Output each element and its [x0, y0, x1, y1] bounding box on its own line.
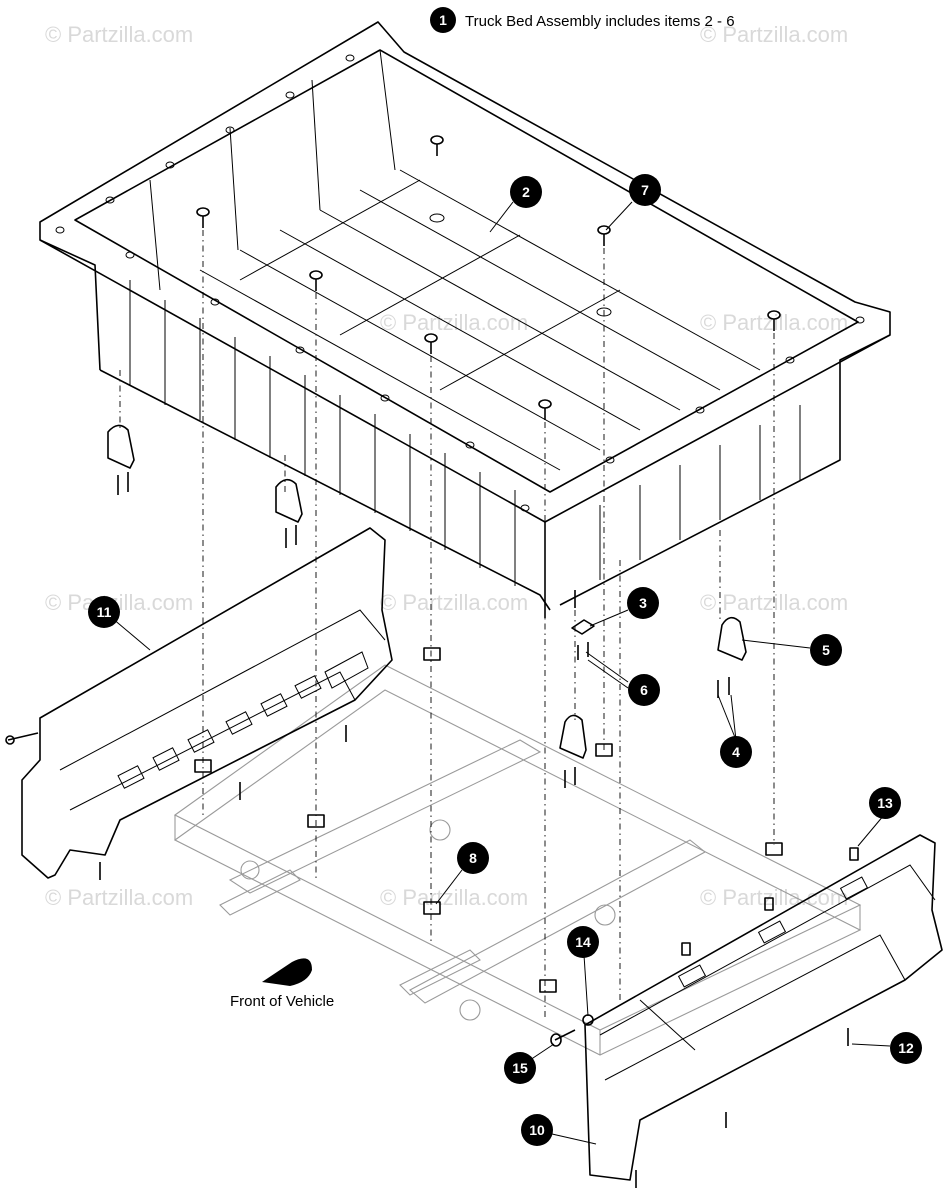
- bolt: [424, 333, 438, 354]
- svg-text:2: 2: [522, 184, 530, 200]
- svg-text:6: 6: [640, 682, 648, 698]
- watermark: © Partzilla.com: [700, 22, 848, 47]
- svg-text:14: 14: [575, 934, 591, 950]
- bed-bolts: [196, 135, 781, 420]
- watermark: © Partzilla.com: [380, 590, 528, 615]
- left-side-panel: [5, 527, 393, 880]
- header-callout: 1 Truck Bed Assembly includes items 2 - …: [430, 7, 735, 33]
- svg-text:3: 3: [639, 595, 647, 611]
- callout-2: 2: [510, 176, 542, 208]
- svg-text:11: 11: [97, 604, 112, 620]
- watermark: © Partzilla.com: [380, 310, 528, 335]
- bolt: [309, 270, 323, 291]
- svg-text:5: 5: [822, 642, 830, 658]
- watermark-layer: © Partzilla.com © Partzilla.com © Partzi…: [45, 22, 848, 910]
- header-text: Truck Bed Assembly includes items 2 - 6: [465, 13, 735, 30]
- svg-text:13: 13: [877, 795, 893, 811]
- alignment-lines: [119, 230, 775, 1020]
- callout-5: 5: [810, 634, 842, 666]
- callout-badge: [430, 7, 456, 33]
- callouts: 2 3 4 5 6 7 8 10 11 12 13 14 15: [88, 174, 922, 1146]
- callout-number: 1: [439, 12, 447, 28]
- bolt: [430, 135, 444, 156]
- watermark: © Partzilla.com: [45, 885, 193, 910]
- plate-and-screws: [571, 619, 595, 660]
- svg-text:4: 4: [732, 744, 740, 760]
- bolt: [767, 310, 781, 331]
- chassis-frame: [173, 664, 862, 1056]
- tie-down-brackets: [107, 424, 747, 788]
- front-of-vehicle-indicator: Front of Vehicle: [230, 958, 334, 1010]
- direction-arrow-icon: [262, 958, 312, 986]
- callout-10: 10: [521, 1114, 553, 1146]
- callout-11: 11: [88, 596, 120, 628]
- callout-7: 7: [629, 174, 661, 206]
- callout-8: 8: [457, 842, 489, 874]
- callout-14: 14: [567, 926, 599, 958]
- callout-12: 12: [890, 1032, 922, 1064]
- clip-nuts: [194, 647, 783, 993]
- svg-text:8: 8: [469, 850, 477, 866]
- bolt: [196, 207, 210, 228]
- svg-text:10: 10: [529, 1122, 545, 1138]
- watermark: © Partzilla.com: [380, 885, 528, 910]
- watermark: © Partzilla.com: [45, 22, 193, 47]
- truck-bed-tub: [39, 21, 891, 618]
- svg-text:7: 7: [641, 182, 649, 198]
- svg-text:15: 15: [512, 1060, 528, 1076]
- bolt: [538, 399, 552, 420]
- callout-4: 4: [720, 736, 752, 768]
- right-side-panel: [550, 834, 943, 1188]
- callout-13: 13: [869, 787, 901, 819]
- callout-6: 6: [628, 674, 660, 706]
- callout-3: 3: [627, 587, 659, 619]
- front-of-vehicle-label: Front of Vehicle: [230, 993, 334, 1010]
- callout-15: 15: [504, 1052, 536, 1084]
- callout-leaders: [111, 201, 891, 1145]
- svg-text:12: 12: [898, 1040, 914, 1056]
- bolt: [597, 225, 611, 246]
